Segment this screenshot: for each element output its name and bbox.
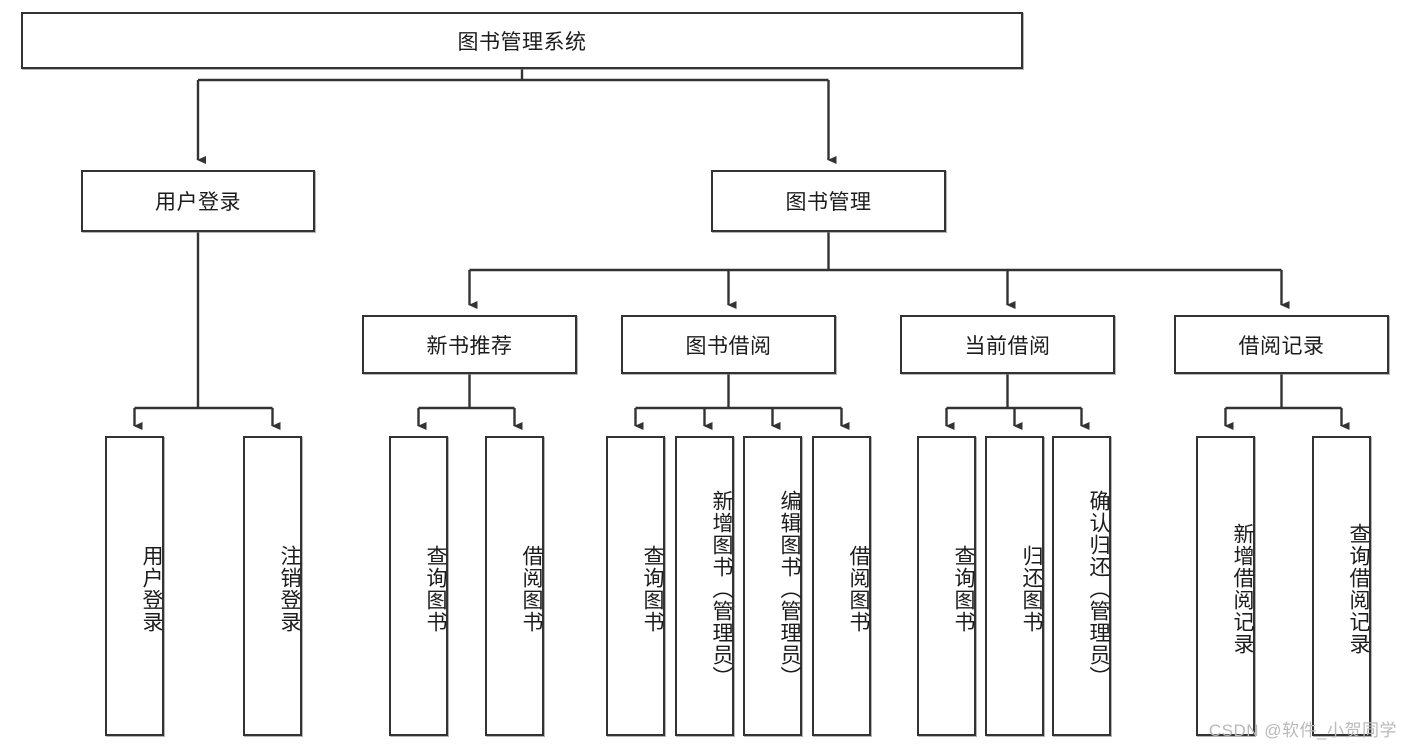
node-label-root: 图书管理系统 (457, 30, 587, 54)
node-label-leaf-user-login: 用户登录 (140, 545, 163, 633)
node-root[interactable]: 图书管理系统 (21, 12, 1023, 69)
node-leaf-query-record[interactable]: 查询借阅记录 (1312, 436, 1371, 736)
node-leaf-query-book-2[interactable]: 查询图书 (606, 436, 665, 736)
node-label-leaf-add-book: 新增图书（管理员） (710, 490, 733, 688)
node-leaf-return-book[interactable]: 归还图书 (985, 436, 1044, 736)
node-leaf-borrow-book-1[interactable]: 借阅图书 (485, 436, 544, 736)
node-leaf-logout[interactable]: 注销登录 (243, 436, 302, 736)
node-label-book-manage: 图书管理 (785, 191, 872, 214)
node-label-book-borrow: 图书借阅 (685, 334, 772, 358)
node-label-leaf-confirm-return: 确认归还（管理员） (1087, 490, 1110, 688)
node-label-leaf-return-book: 归还图书 (1020, 545, 1043, 633)
node-leaf-user-login[interactable]: 用户登录 (105, 436, 164, 736)
node-label-leaf-borrow-book-2: 借阅图书 (847, 545, 870, 633)
node-book-borrow[interactable]: 图书借阅 (621, 315, 836, 374)
node-leaf-add-record[interactable]: 新增借阅记录 (1196, 436, 1255, 736)
node-label-borrow-record: 借阅记录 (1238, 334, 1325, 358)
node-label-leaf-query-book-3: 查询图书 (952, 545, 975, 633)
watermark-text: CSDN @软件_小贺同学 (1208, 721, 1397, 740)
node-new-book-recommend[interactable]: 新书推荐 (362, 315, 577, 374)
node-label-leaf-borrow-book-1: 借阅图书 (520, 545, 543, 633)
node-borrow-record[interactable]: 借阅记录 (1174, 315, 1389, 374)
node-leaf-edit-book[interactable]: 编辑图书（管理员） (743, 436, 802, 736)
node-label-leaf-logout: 注销登录 (278, 545, 301, 633)
node-leaf-confirm-return[interactable]: 确认归还（管理员） (1052, 436, 1111, 736)
node-book-manage[interactable]: 图书管理 (711, 170, 946, 232)
node-label-new-book-recommend: 新书推荐 (426, 334, 513, 358)
node-current-borrow[interactable]: 当前借阅 (900, 315, 1115, 374)
node-label-leaf-add-record: 新增借阅记录 (1231, 523, 1254, 655)
node-label-user-login: 用户登录 (155, 191, 241, 214)
node-label-leaf-query-record: 查询借阅记录 (1347, 523, 1370, 655)
node-leaf-add-book[interactable]: 新增图书（管理员） (675, 436, 734, 736)
node-label-leaf-edit-book: 编辑图书（管理员） (778, 490, 801, 688)
node-leaf-borrow-book-2[interactable]: 借阅图书 (812, 436, 871, 736)
node-leaf-query-book-1[interactable]: 查询图书 (389, 436, 448, 736)
node-label-leaf-query-book-1: 查询图书 (424, 545, 447, 633)
node-label-current-borrow: 当前借阅 (964, 334, 1051, 358)
node-user-login[interactable]: 用户登录 (81, 170, 315, 232)
node-leaf-query-book-3[interactable]: 查询图书 (917, 436, 976, 736)
node-label-leaf-query-book-2: 查询图书 (641, 545, 664, 633)
